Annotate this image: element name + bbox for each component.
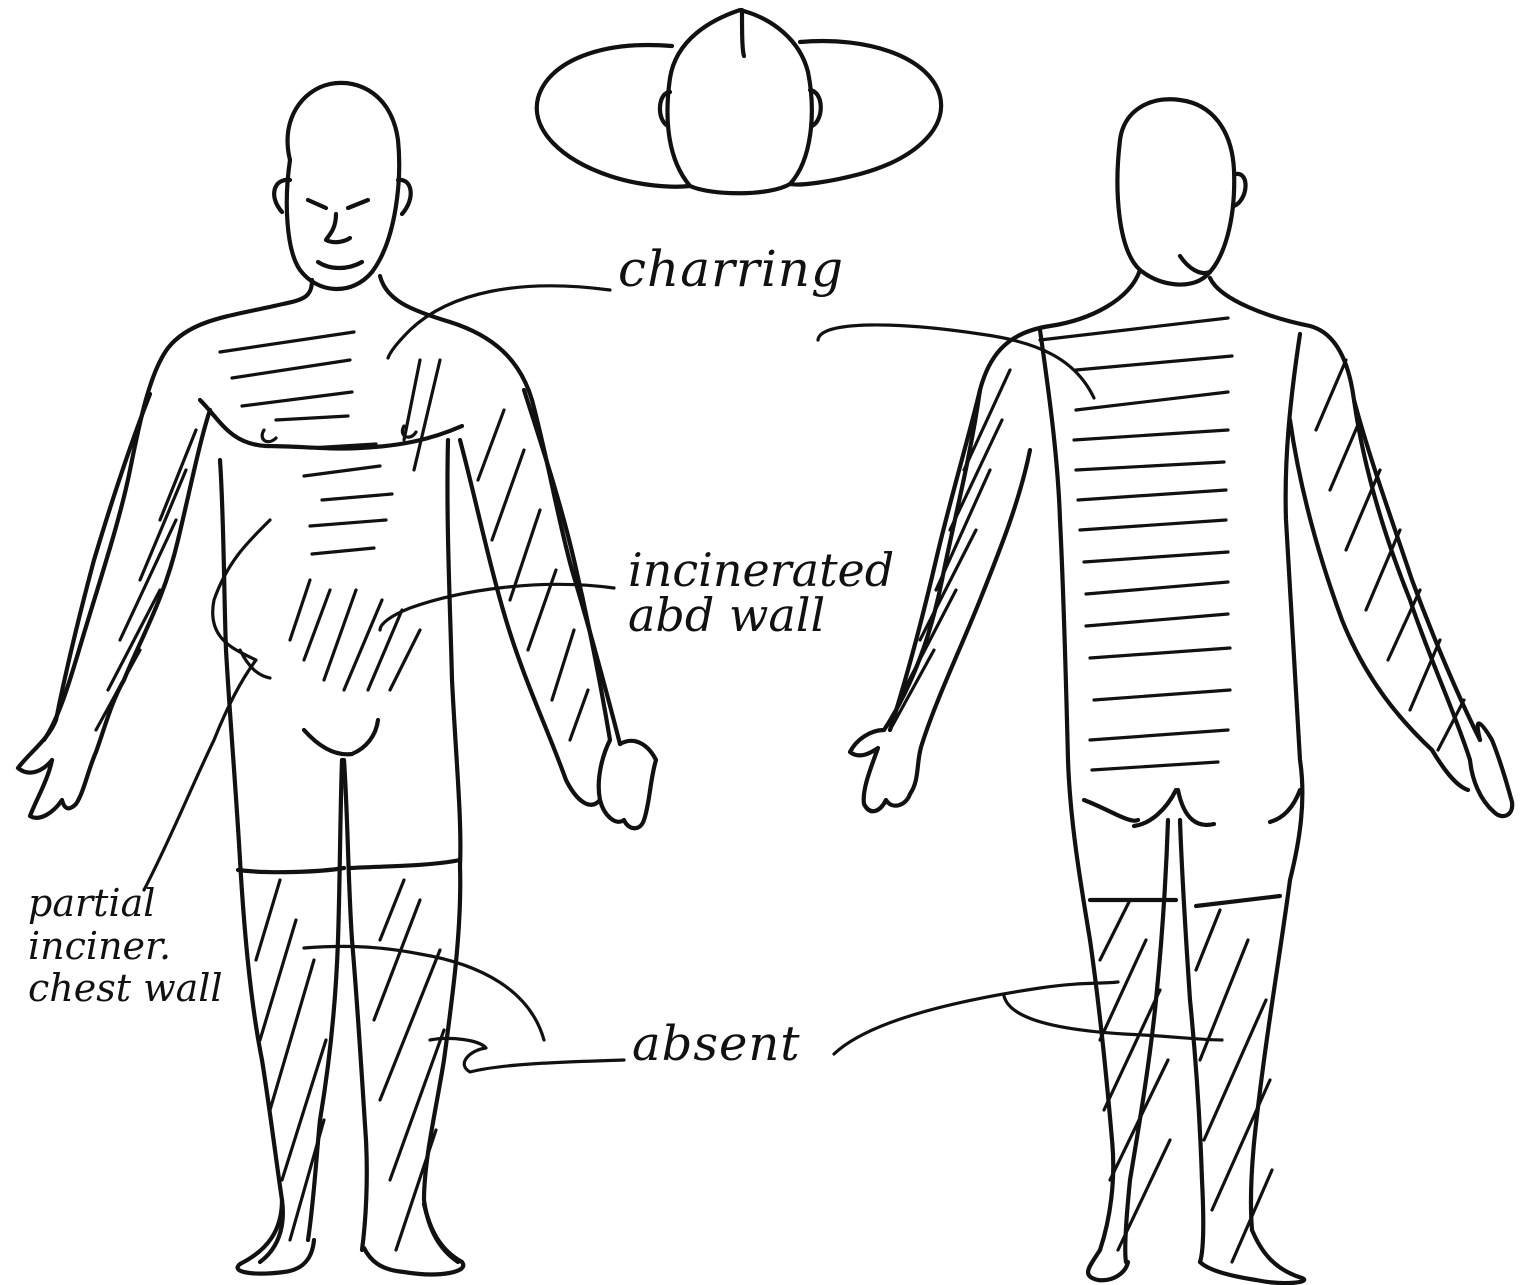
front-head	[274, 83, 411, 289]
annotation-incinerated-abd-wall: incinerated abd wall	[628, 548, 918, 638]
annotation-charring: charring	[618, 244, 844, 294]
back-head	[1117, 99, 1245, 284]
back-diagonal-hatching	[890, 360, 1464, 1262]
front-arms	[18, 390, 656, 828]
head-top-view	[537, 10, 941, 193]
front-nipples	[262, 426, 416, 442]
body-front-view	[18, 83, 656, 1275]
back-horizontal-hatching	[1040, 318, 1232, 770]
leader-absent-front	[430, 1038, 624, 1072]
leader-lines	[144, 286, 1222, 1072]
leader-charring-back	[818, 325, 1094, 398]
back-torso-outline	[890, 270, 1480, 1283]
annotation-absent: absent	[632, 1020, 801, 1068]
body-back-view	[850, 99, 1512, 1283]
leader-partial-chest	[144, 520, 270, 890]
leader-absent-back	[834, 982, 1118, 1054]
annotation-partial-incinerated-chest-wall: partial inciner. chest wall	[28, 882, 228, 1010]
